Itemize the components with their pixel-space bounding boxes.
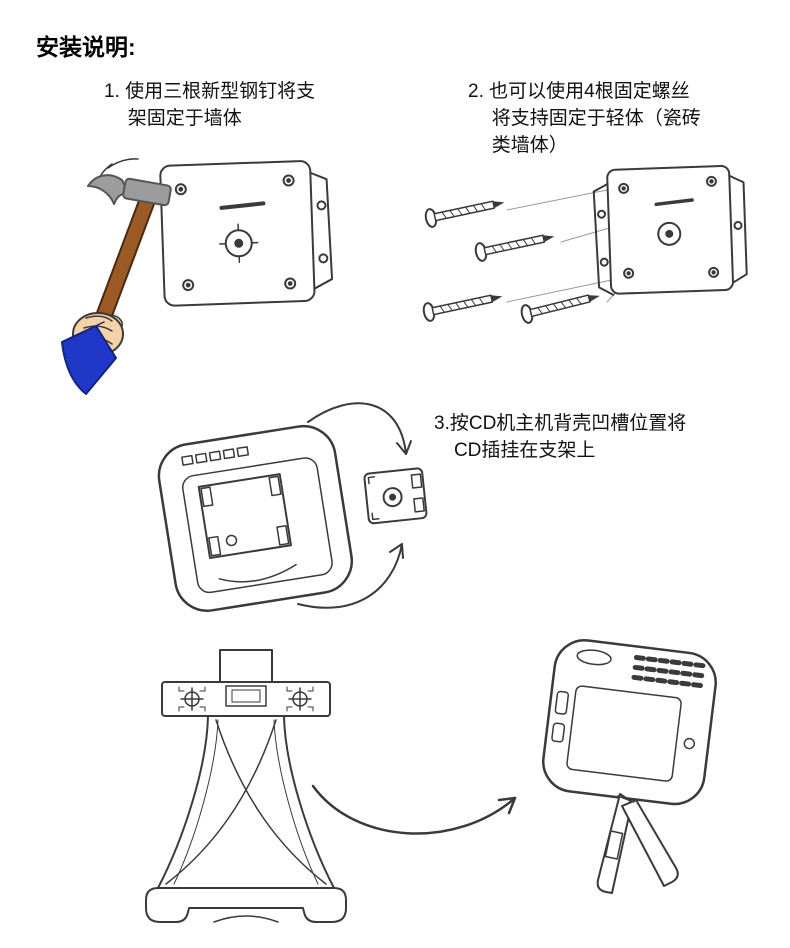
curved-arrow-icon: [307, 402, 412, 455]
cd-back-mount-illustration-icon: [157, 402, 428, 612]
cd-player-body: [542, 639, 717, 806]
stand-base: [145, 887, 347, 923]
sleeve: [61, 325, 117, 395]
desktop-stand-illustration-icon: [145, 649, 347, 923]
page-title: 安装说明:: [36, 34, 136, 60]
screw-icon: [422, 294, 503, 322]
screw-icon: [424, 200, 505, 228]
step3-instruction: 3.按CD机主机背壳凹槽位置将 CD插挂在支架上: [434, 413, 687, 461]
screw-icon: [474, 234, 555, 262]
wall-plate: [592, 165, 748, 296]
curved-arrow-right-icon: [311, 784, 517, 835]
kickstand: [596, 793, 679, 894]
screws-bracket-illustration-icon: [422, 165, 748, 324]
hammer-bracket-illustration-icon: [61, 158, 334, 395]
step2-instruction: 2. 也可以使用4根固定螺丝 将支持固定于轻体（瓷砖 类墙体）: [468, 81, 701, 156]
mount-plate: [363, 467, 428, 525]
speaker-grille: [631, 655, 711, 689]
cross-mark: [178, 686, 206, 712]
screw-icon: [520, 294, 600, 324]
motion-lines: [107, 158, 139, 169]
hammer-icon: [87, 174, 172, 333]
stand-top-stub: [219, 649, 273, 683]
cross-mark: [286, 686, 314, 712]
cd-player-back: [157, 424, 354, 612]
curved-arrow-icon: [297, 543, 404, 609]
wall-plate: [159, 160, 334, 307]
step1-instruction: 1. 使用三根新型钢钉将支 架固定于墙体: [104, 81, 316, 129]
cd-kickstand-illustration-icon: [542, 639, 717, 894]
